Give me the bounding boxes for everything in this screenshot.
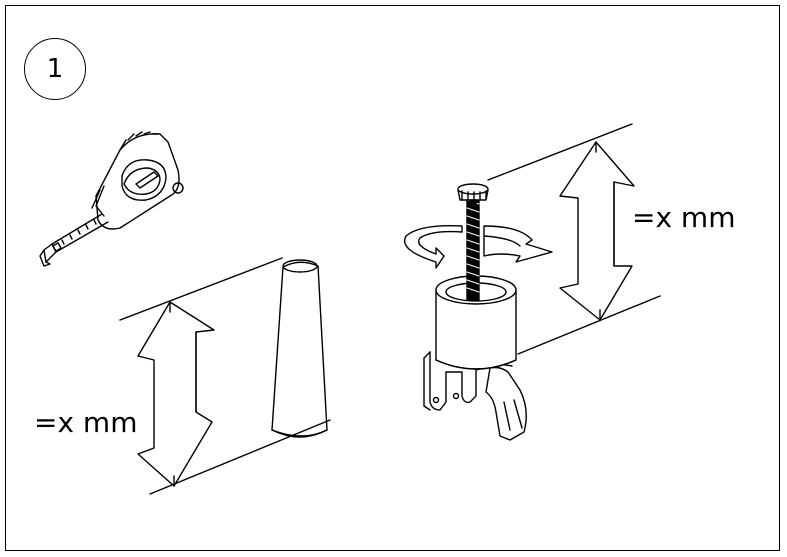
- step-number: 1: [46, 54, 64, 84]
- right-dimension-lines: [487, 123, 661, 355]
- left-measurement-label: =x mm: [34, 406, 138, 439]
- tape-measure-icon: [39, 131, 184, 267]
- step-number-badge: 1: [24, 38, 86, 100]
- cone-object: [271, 259, 328, 438]
- left-height-arrow: [137, 301, 215, 487]
- right-height-arrow: [559, 141, 635, 321]
- instruction-panel: [5, 5, 780, 551]
- left-dimension-lines: [119, 257, 331, 495]
- fitting-object: [423, 183, 527, 441]
- right-measurement-label: =x mm: [632, 201, 736, 234]
- rotation-arrow-icon: [404, 225, 553, 269]
